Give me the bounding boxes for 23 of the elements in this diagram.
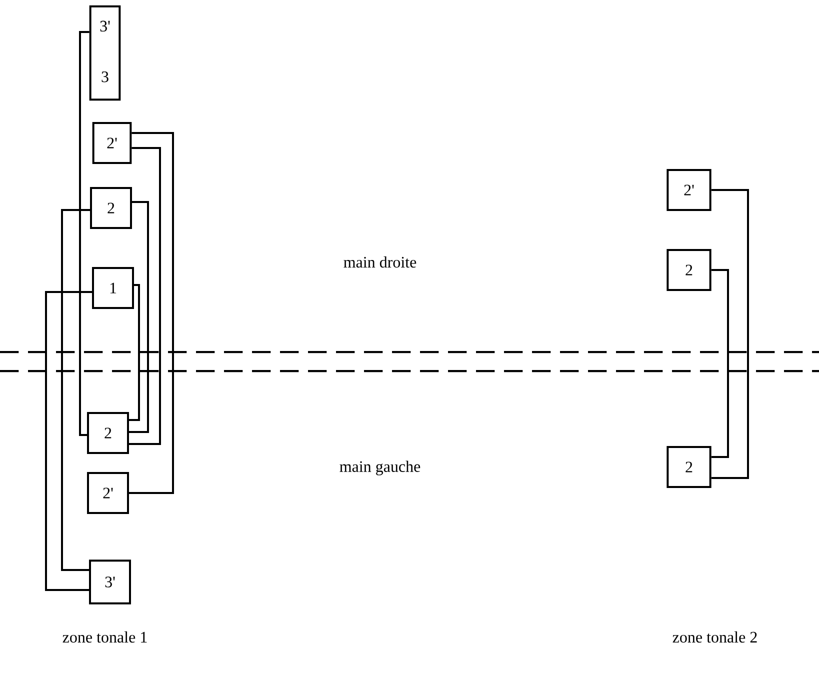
- number-box: 2: [90, 187, 132, 229]
- number-box: 2': [666, 169, 712, 211]
- number-box: 1: [92, 267, 134, 309]
- connector-line: [129, 147, 161, 445]
- number-box: 2: [666, 249, 712, 291]
- connector-line: [129, 284, 140, 421]
- text-label: zone tonale 2: [672, 631, 757, 643]
- connector-line: [45, 291, 92, 591]
- connector-line: [711, 189, 749, 479]
- connector-line: [129, 132, 174, 494]
- number-box: 2: [87, 412, 129, 454]
- connector-line: [711, 269, 729, 458]
- number-box: 3': [89, 560, 131, 604]
- connector-line: [129, 201, 149, 433]
- number-box: 2: [666, 446, 712, 488]
- number-box: 2': [87, 472, 129, 514]
- connector-line: [61, 209, 90, 571]
- text-label: main droite: [344, 256, 416, 268]
- number-box: 3' 3: [89, 5, 121, 101]
- text-label: main gauche: [340, 460, 420, 476]
- text-label: zone tonale 1: [62, 631, 147, 643]
- connector-line: [79, 31, 90, 436]
- number-box: 2': [92, 122, 132, 164]
